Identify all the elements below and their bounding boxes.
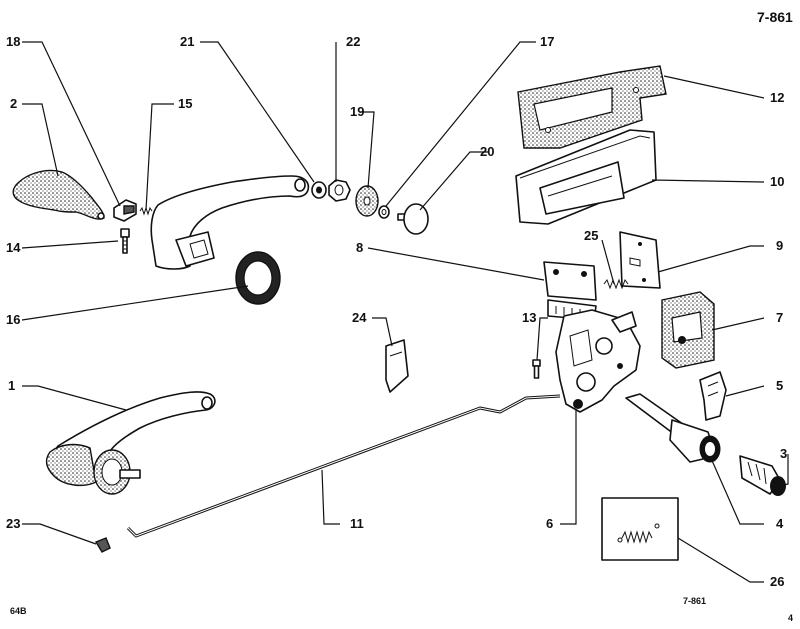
part-14-screw <box>120 228 130 254</box>
part-22-nut <box>328 179 351 202</box>
callout-8: 8 <box>356 240 363 255</box>
leader-lines <box>21 41 789 583</box>
part-6-latch-mechanism <box>555 309 641 413</box>
part-4-lock-cylinder <box>625 393 721 463</box>
callout-20: 20 <box>480 144 494 159</box>
part-11-operating-rod <box>126 394 561 538</box>
part-12-gasket <box>517 65 667 149</box>
part-9-plate <box>619 231 661 289</box>
drawing-number: 7-861 <box>757 9 793 25</box>
part-3-key-cylinder <box>739 455 786 496</box>
part-21-interior-handle <box>150 175 310 270</box>
callout-22: 22 <box>346 34 360 49</box>
callout-5: 5 <box>776 378 783 393</box>
callout-26: 26 <box>770 574 784 589</box>
callout-3: 3 <box>780 446 787 461</box>
callout-2: 2 <box>10 96 17 111</box>
part-18-clip <box>113 199 137 222</box>
callout-23: 23 <box>6 516 20 531</box>
part-8-mechanism-plate <box>543 261 597 321</box>
callout-19: 19 <box>350 104 364 119</box>
callout-16: 16 <box>6 312 20 327</box>
callout-15: 15 <box>178 96 192 111</box>
callout-numbers: 18 2 15 14 16 21 22 19 17 20 12 10 9 25 … <box>6 34 787 589</box>
callout-11: 11 <box>350 516 364 531</box>
footer-right-code: 4 <box>788 613 793 623</box>
callout-1: 1 <box>8 378 15 393</box>
part-23-clip <box>94 537 111 553</box>
part-5-spring-clip <box>699 371 727 421</box>
callout-7: 7 <box>776 310 783 325</box>
callout-4: 4 <box>776 516 784 531</box>
callout-21: 21 <box>180 34 194 49</box>
callout-25: 25 <box>584 228 598 243</box>
part-25-spring <box>603 278 629 290</box>
callout-13: 13 <box>522 310 536 325</box>
part-24-bracket <box>385 339 409 393</box>
part-19-rubber-washer <box>355 185 379 217</box>
footer-left-code: 64B <box>10 606 27 616</box>
callout-17: 17 <box>540 34 554 49</box>
part-20-push-button <box>397 203 429 235</box>
part-1-grip-handle <box>45 391 216 495</box>
callout-18: 18 <box>6 34 20 49</box>
part-13-bolt <box>532 359 541 379</box>
callout-6: 6 <box>546 516 553 531</box>
callout-10: 10 <box>770 174 784 189</box>
part-7-lock-bracket <box>661 291 715 369</box>
callout-9: 9 <box>776 238 783 253</box>
callout-12: 12 <box>770 90 784 105</box>
part-26-spring-box <box>601 497 679 561</box>
drawing-number-footer: 7-861 <box>683 596 706 606</box>
part-21-washer <box>311 181 327 199</box>
part-10-exterior-handle <box>515 129 657 225</box>
callout-14: 14 <box>6 240 21 255</box>
part-16-seal-ring <box>235 251 281 305</box>
callout-24: 24 <box>352 310 367 325</box>
part-17-small-washer <box>378 205 390 219</box>
part-2-handle-cover <box>12 169 105 220</box>
